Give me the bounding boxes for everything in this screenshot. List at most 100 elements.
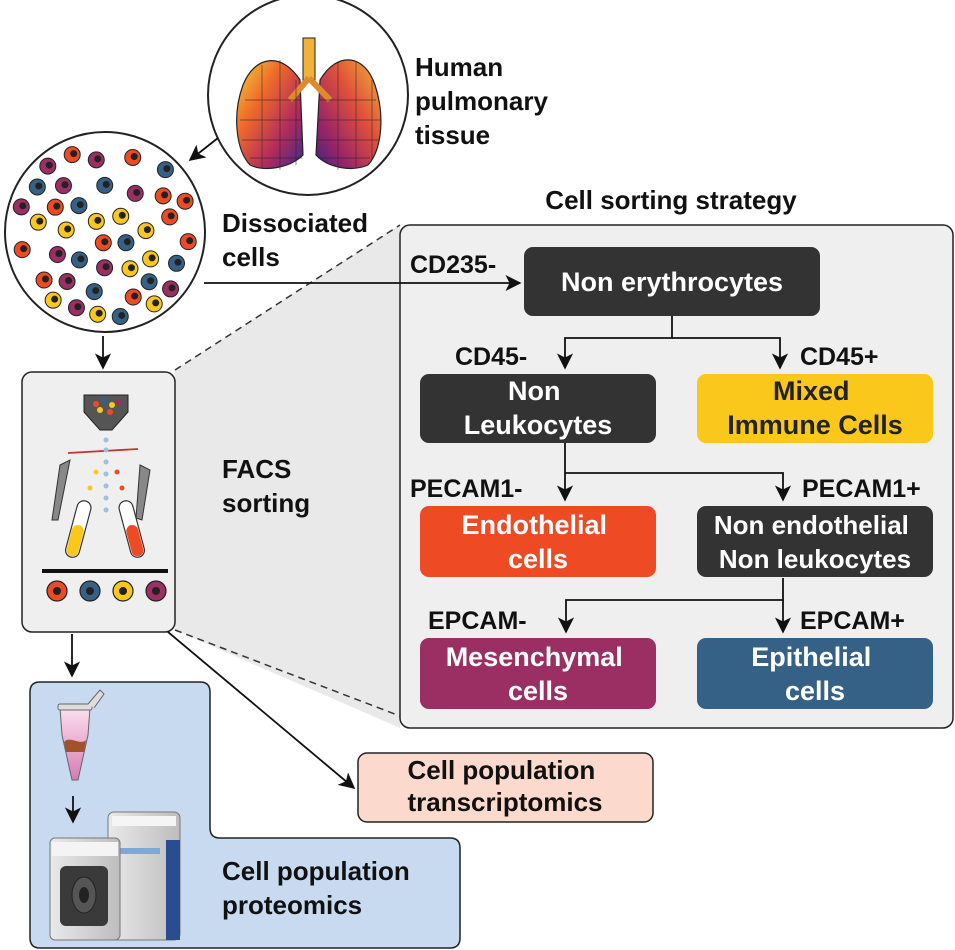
connector-cd45-pos [672, 337, 789, 370]
proteomics-line-1: Cell population [222, 856, 410, 886]
cell-nucleus [55, 250, 63, 258]
cell-nucleus [77, 255, 85, 263]
dissociated-label: Dissociated cells [222, 208, 375, 272]
node-mixed-immune-cells: Mixed Immune Cells [697, 374, 933, 443]
arrow-facs-to-transcriptomics [167, 631, 356, 790]
marker-cd235: CD235- [410, 251, 496, 279]
cell-nucleus [101, 238, 109, 246]
cell-nucleus [130, 152, 138, 160]
cell-nucleus [64, 225, 72, 233]
strategy-panel-bg [399, 224, 954, 729]
facs-box [21, 371, 176, 633]
cells-circle [4, 131, 206, 333]
mesenchymal-line-2: cells [508, 676, 568, 706]
cell-nucleus [94, 216, 102, 224]
cell-nucleus [131, 292, 139, 300]
mixed-immune-line-1: Mixed [773, 376, 850, 406]
non-endothelial-line-1: Non endothelial [714, 510, 909, 540]
cell-nucleus [102, 180, 110, 188]
facs-label-line-1: FACS [222, 454, 291, 484]
cell-nucleus [70, 150, 78, 158]
connector-pecam-pos [565, 472, 792, 502]
transcriptomics-line-1: Cell population [408, 755, 596, 785]
facs-sorter-icon [42, 394, 168, 602]
cell-nucleus [42, 275, 50, 283]
cell-nucleus [147, 277, 155, 285]
cell-nucleus [123, 238, 131, 246]
dissociated-cells-group: Dissociated cells [4, 131, 375, 333]
endothelial-text: Endothelial cells [461, 510, 614, 574]
cell-nucleus [163, 165, 171, 173]
proteomics-box: Cell population proteomics [29, 681, 461, 949]
marker-pecam-pos: PECAM1+ [802, 475, 921, 503]
cell-nucleus [19, 202, 27, 210]
node-non-leukocytes: Non Leukocytes [420, 374, 656, 443]
zoom-shade [175, 225, 400, 728]
non-leukocytes-line-2: Leukocytes [464, 410, 613, 440]
cell-nucleus [183, 196, 191, 204]
zoom-line-top [174, 224, 401, 371]
cell-nucleus [76, 201, 84, 209]
node-non-erythrocytes: Non erythrocytes [524, 247, 820, 316]
sorting-strategy-panel: Cell sorting strategy [174, 185, 954, 729]
mixed-immune-line-2: Immune Cells [727, 410, 903, 440]
marker-epcam-neg: EPCAM- [428, 607, 527, 635]
tissue-label: Human pulmonary tissue [415, 52, 555, 150]
facs-label-line-2: sorting [222, 488, 310, 518]
tree-connectors [556, 316, 792, 634]
cell-nucleus [161, 191, 169, 199]
mesenchymal-text: Mesenchymal cells [446, 642, 631, 706]
marker-epcam-pos: EPCAM+ [800, 607, 905, 635]
marker-cd45-neg: CD45- [455, 343, 527, 371]
zoom-line-bottom [174, 629, 401, 717]
cell-nucleus [51, 295, 59, 303]
node-epithelial-cells: Epithelial cells [697, 638, 933, 709]
cell-nucleus [148, 254, 156, 262]
cell-nucleus [118, 311, 126, 319]
endothelial-line-2: cells [508, 544, 568, 574]
proteomics-text: Cell population proteomics [222, 856, 417, 920]
node-endothelial-cells: Endothelial cells [420, 506, 656, 577]
eppendorf-tube-icon [57, 689, 105, 781]
epithelial-line-2: cells [785, 676, 845, 706]
cell-nucleus [102, 263, 110, 271]
marker-cd45-pos: CD45+ [800, 343, 879, 371]
facs-label: FACS sorting [222, 454, 310, 518]
cell-nucleus [152, 299, 160, 307]
non-erythrocytes-text: Non erythrocytes [561, 267, 783, 297]
cell-nucleus [94, 155, 102, 163]
lungs-icon [236, 37, 382, 170]
facs-group: FACS sorting [21, 371, 310, 633]
cell-nucleus [167, 212, 175, 220]
cell-nucleus [74, 303, 82, 311]
non-endothelial-line-2: Non leukocytes [719, 544, 911, 574]
marker-pecam-neg: PECAM1- [410, 475, 523, 503]
cell-nucleus [174, 258, 182, 266]
tissue-label-line-3: tissue [415, 120, 490, 150]
cell-nucleus [53, 202, 61, 210]
non-endothelial-text: Non endothelial Non leukocytes [714, 510, 916, 574]
cell-nucleus [127, 264, 135, 272]
epithelial-text: Epithelial cells [751, 642, 879, 706]
tissue-label-line-1: Human [415, 52, 503, 82]
cell-nucleus [133, 188, 141, 196]
marker-labels: CD235- CD45- CD45+ PECAM1- PECAM1+ EPCAM… [410, 251, 921, 635]
transcriptomics-box: Cell population transcriptomics [357, 752, 654, 823]
cell-nucleus [95, 309, 103, 317]
strategy-title: Cell sorting strategy [545, 185, 797, 215]
tissue-label-line-2: pulmonary [415, 86, 548, 116]
connector-root [556, 316, 673, 370]
lung-tissue-group: Human pulmonary tissue [207, 0, 555, 196]
transcriptomics-line-2: transcriptomics [407, 787, 602, 817]
epithelial-line-1: Epithelial [751, 642, 871, 672]
cell-nucleus [143, 226, 151, 234]
cell-nucleus [36, 217, 44, 225]
dissociated-label-line-2: cells [222, 242, 280, 272]
cell-nucleus [168, 284, 176, 292]
endothelial-line-1: Endothelial [461, 510, 607, 540]
node-non-endothelial: Non endothelial Non leukocytes [697, 506, 933, 577]
mesenchymal-line-1: Mesenchymal [446, 642, 623, 672]
mixed-immune-text: Mixed Immune Cells [727, 376, 903, 440]
mass-spectrometer-icon [49, 811, 181, 941]
cell-nucleus [61, 181, 69, 189]
